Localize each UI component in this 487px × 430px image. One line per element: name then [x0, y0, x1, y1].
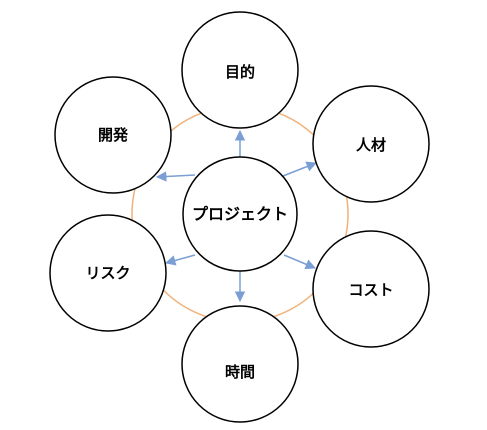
node-development: 開発: [54, 76, 172, 194]
node-center: プロジェクト: [182, 156, 298, 272]
node-label-purpose: 目的: [225, 63, 255, 81]
arrow-to-risk: [164, 254, 196, 266]
node-risk: リスク: [49, 214, 167, 332]
node-label-time: 時間: [225, 363, 255, 381]
arrows: [155, 129, 317, 303]
node-label-development: 開発: [98, 126, 129, 144]
node-cost: コスト: [312, 230, 430, 348]
node-purpose: 目的: [181, 11, 299, 129]
node-label-risk: リスク: [85, 264, 130, 282]
center-label: プロジェクト: [192, 205, 288, 224]
arrow-to-development: [155, 171, 196, 182]
arrow-to-people: [282, 161, 317, 177]
node-label-people: 人材: [356, 136, 386, 154]
arrow-to-cost: [283, 254, 316, 270]
node-people: 人材: [312, 85, 430, 203]
node-time: 時間: [181, 305, 299, 423]
node-label-cost: コスト: [348, 281, 393, 299]
